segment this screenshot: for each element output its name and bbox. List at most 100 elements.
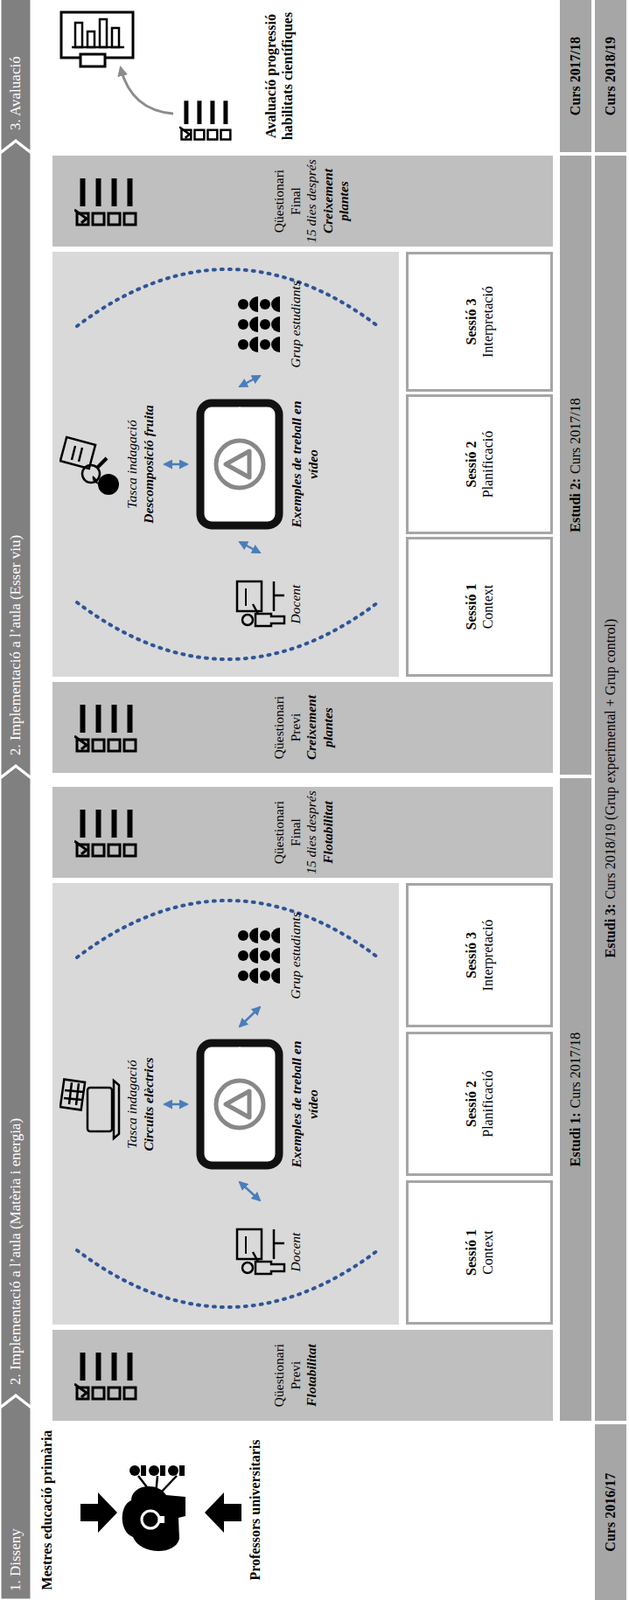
questionnaire-panel: Qüestionari PreviFlotabilitat bbox=[52, 1330, 553, 1422]
classroom-panel: Tasca indagacióDescomposició fruitaDocen… bbox=[52, 251, 399, 678]
teacher-icon bbox=[231, 556, 241, 653]
checklist-icon bbox=[74, 810, 136, 857]
questionnaire-panel-text: Qüestionari Final bbox=[271, 158, 304, 245]
session-box-text: Sessió 1 bbox=[462, 543, 480, 671]
questionnaire-panel-text: 15 dies després bbox=[303, 158, 321, 245]
checklist-icon bbox=[179, 100, 231, 140]
questionnaire-panel-text: Qüestionari Previ bbox=[271, 684, 304, 771]
checklist-icon bbox=[74, 705, 136, 752]
study-band: Curs 2017/18 bbox=[559, 0, 592, 153]
inquiry-task-text: Descomposició fruita bbox=[140, 381, 158, 548]
phase-chevron: 3. Avaluació bbox=[0, 0, 32, 154]
inquiry-task: Tasca indagacióCircuits elèctrics bbox=[57, 1021, 161, 1189]
teacher-icon bbox=[237, 1230, 285, 1275]
session-box-text: Sessió 2 bbox=[462, 400, 480, 529]
session-box: Sessió 3Interpretació bbox=[405, 251, 553, 392]
dotted-arc bbox=[76, 901, 378, 958]
double-arrow bbox=[239, 1182, 260, 1202]
video-tablet: Exemples de treball en vídeo bbox=[190, 390, 322, 539]
double-arrow bbox=[164, 1104, 188, 1107]
session-box-text: Sessió 3 bbox=[462, 258, 480, 386]
student-group: Grup estudiants bbox=[231, 908, 311, 1005]
study-band: Estudi 2:Curs 2017/18 bbox=[559, 155, 592, 776]
phase-chevron-text: 1. Disseny bbox=[6, 1529, 25, 1593]
group-icon bbox=[231, 908, 241, 1005]
questionnaire-panel-text: Flotabilitat bbox=[303, 1333, 321, 1419]
phase-chevron: 2. Implementació a l’aula (Matèria i ene… bbox=[0, 778, 32, 1409]
teacher-icon bbox=[237, 581, 285, 627]
design-icon bbox=[122, 1466, 186, 1552]
questionnaire-panel-text: Creixement plantes bbox=[320, 158, 353, 245]
group-icon bbox=[237, 296, 280, 353]
plain-label: Professors universitaris bbox=[246, 1425, 264, 1596]
chevron-shape bbox=[0, 766, 32, 1409]
inquiry-task-text: Tasca indagació bbox=[124, 381, 141, 548]
checklist-icon bbox=[52, 1330, 62, 1422]
session-box-text: Interpretació bbox=[479, 889, 497, 1022]
student-group-text: Grup estudiants bbox=[287, 276, 305, 373]
dotted-arc bbox=[76, 269, 378, 327]
session-box: Sessió 1Context bbox=[405, 537, 553, 678]
phase-chevron-text: 2. Implementació a l’aula (Matèria i ene… bbox=[6, 1118, 25, 1386]
double-arrow bbox=[239, 1007, 260, 1028]
study-band: Curs 2016/17 bbox=[594, 1425, 627, 1600]
questionnaire-panel: Qüestionari Final15 dies desprésCreixeme… bbox=[52, 155, 553, 247]
questionnaire-panel: Qüestionari PreviCreixement plantes bbox=[52, 682, 553, 774]
study-band-text: Estudi 1: bbox=[566, 1112, 584, 1168]
study-band-text: Curs 2016/17 bbox=[601, 1473, 619, 1552]
task-icon bbox=[57, 381, 67, 548]
teacher-icon bbox=[231, 1204, 241, 1301]
inquiry-task-text: Circuits elèctrics bbox=[140, 1021, 158, 1189]
group-icon bbox=[237, 928, 280, 985]
session-box-text: Sessió 3 bbox=[462, 889, 480, 1022]
video-tablet-text: Exemples de treball en vídeo bbox=[288, 390, 322, 539]
task-icon bbox=[60, 437, 119, 496]
session-box-text: Context bbox=[479, 543, 497, 671]
classroom-panel: Tasca indagacióCircuits elèctricsDocent E… bbox=[52, 883, 399, 1326]
study-band: Curs 2018/19 bbox=[594, 0, 627, 153]
teacher-icon-text: Docent bbox=[287, 1204, 305, 1301]
questionnaire-panel-text: 15 dies després bbox=[303, 789, 321, 876]
task-icon bbox=[60, 1079, 119, 1140]
study-band-text: Curs 2017/18 bbox=[566, 36, 584, 116]
session-box-text: Interpretació bbox=[479, 258, 497, 386]
checklist-icon bbox=[52, 155, 62, 247]
session-box-text: Context bbox=[479, 1187, 497, 1320]
questionnaire-panel-text: Flotabilitat bbox=[320, 789, 337, 876]
session-box-text: Sessió 2 bbox=[462, 1038, 480, 1171]
dotted-arc bbox=[76, 1251, 378, 1308]
group-icon bbox=[231, 276, 241, 373]
phase-chevron-text: 3. Avaluació bbox=[6, 55, 25, 131]
checklist-icon bbox=[52, 787, 62, 879]
study-band: Estudi 3:Curs 2018/19 (Grup experimental… bbox=[594, 155, 627, 1422]
video-tablet-text: Exemples de treball en vídeo bbox=[288, 1030, 322, 1180]
teacher-icon-text: Docent bbox=[287, 556, 305, 653]
tablet-icon bbox=[200, 1043, 280, 1167]
session-box-text: Planificació bbox=[479, 400, 497, 529]
block-arrow bbox=[80, 1493, 118, 1534]
session-box-text: Planificació bbox=[479, 1038, 497, 1171]
chevron-shape bbox=[0, 0, 32, 154]
video-tablet: Exemples de treball en vídeo bbox=[190, 1030, 322, 1180]
phase-chevron: 2. Implementació a l’aula (Esser viu) bbox=[0, 153, 32, 779]
student-group: Grup estudiants bbox=[231, 276, 311, 373]
tablet-icon bbox=[190, 1030, 200, 1180]
study-band-text: Curs 2018/19 bbox=[601, 36, 619, 116]
chevron-shape bbox=[0, 1396, 32, 1600]
study-band-text: Curs 2018/19 (Grup experimental + Grup c… bbox=[601, 619, 619, 901]
double-arrow bbox=[164, 463, 188, 467]
tablet-icon bbox=[200, 403, 280, 526]
tablet-icon bbox=[190, 390, 200, 539]
questionnaire-panel-text: Qüestionari Previ bbox=[271, 1333, 304, 1419]
study-band-text: Estudi 2: bbox=[566, 478, 584, 533]
session-box-text: Sessió 1 bbox=[462, 1187, 480, 1320]
chevron-shape bbox=[0, 140, 32, 779]
study-band: Estudi 1:Curs 2017/18 bbox=[559, 778, 592, 1422]
teacher-icon: Docent bbox=[231, 1204, 311, 1301]
teacher-icon: Docent bbox=[231, 556, 311, 653]
checklist-icon bbox=[74, 178, 136, 225]
session-box: Sessió 2Planificació bbox=[405, 1032, 553, 1177]
student-group-text: Grup estudiants bbox=[287, 908, 305, 1005]
session-box: Sessió 1Context bbox=[405, 1181, 553, 1326]
questionnaire-panel-text: Creixement plantes bbox=[303, 684, 336, 771]
